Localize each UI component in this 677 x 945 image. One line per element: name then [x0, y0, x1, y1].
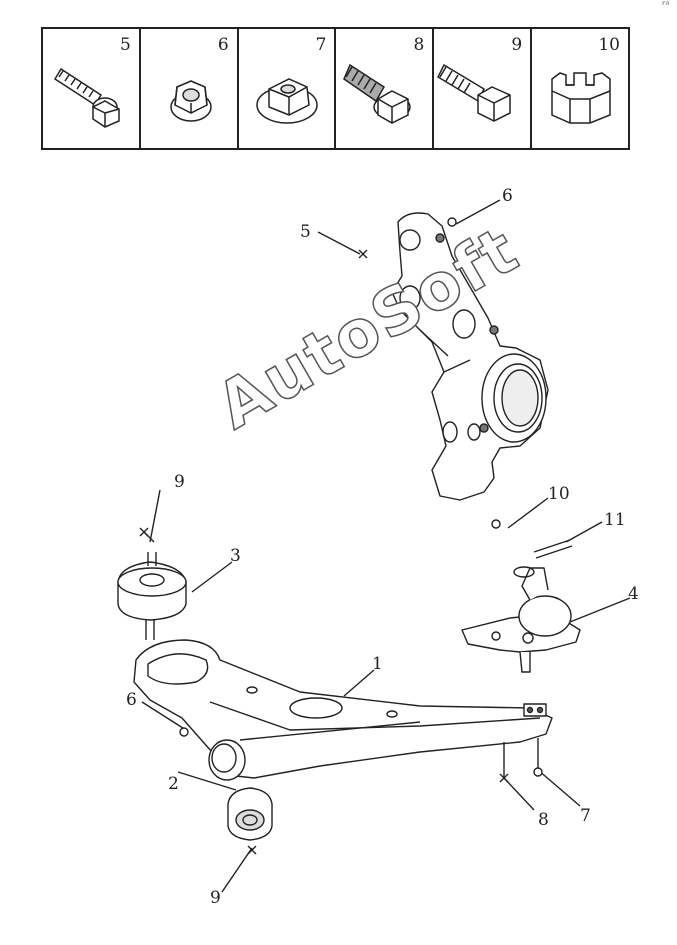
rear-bushing	[227, 787, 273, 841]
ball-joint	[461, 566, 581, 673]
leader-lines	[141, 199, 631, 893]
washer-bolt-icon	[343, 63, 412, 124]
flange-bolt-long-icon	[53, 67, 120, 128]
callout-3: 3	[230, 546, 241, 566]
fastener-legend-table: 5 6 7	[41, 27, 630, 150]
legend-cell-7: 7	[239, 29, 337, 148]
washer-nut-icon	[255, 78, 318, 124]
flange-nut-icon	[170, 80, 212, 122]
legend-cell-6: 6	[141, 29, 239, 148]
callout-11: 11	[604, 510, 626, 530]
lower-control-arm	[133, 639, 553, 781]
legend-cell-8: 8	[336, 29, 435, 148]
callout-9-top: 9	[174, 472, 185, 492]
callout-5: 5	[300, 222, 311, 242]
cotter-pin	[533, 539, 573, 559]
legend-cell-5: 5	[43, 29, 141, 148]
callout-8: 8	[538, 810, 549, 830]
legend-number: 5	[120, 35, 131, 55]
corner-mark: ʳᵃ	[662, 0, 670, 11]
callout-7: 7	[580, 806, 591, 826]
fastener-markers	[139, 217, 543, 855]
legend-cell-10: 10	[532, 29, 628, 148]
steering-knuckle	[391, 212, 549, 501]
castle-nut-icon	[551, 72, 611, 124]
callout-4: 4	[628, 584, 639, 604]
callout-6-top: 6	[502, 186, 513, 206]
legend-number: 8	[413, 35, 425, 55]
front-bushing	[117, 552, 187, 640]
callout-9-bottom: 9	[210, 888, 221, 908]
hex-bolt-icon	[437, 63, 512, 122]
legend-number: 6	[217, 35, 229, 55]
legend-number: 9	[511, 35, 523, 55]
legend-cell-9: 9	[434, 29, 533, 148]
legend-number: 10	[598, 35, 620, 55]
legend-number: 7	[315, 35, 327, 55]
callout-1: 1	[372, 654, 383, 674]
callout-10: 10	[548, 484, 570, 504]
callout-2: 2	[168, 774, 179, 794]
callout-6-left: 6	[126, 690, 137, 710]
